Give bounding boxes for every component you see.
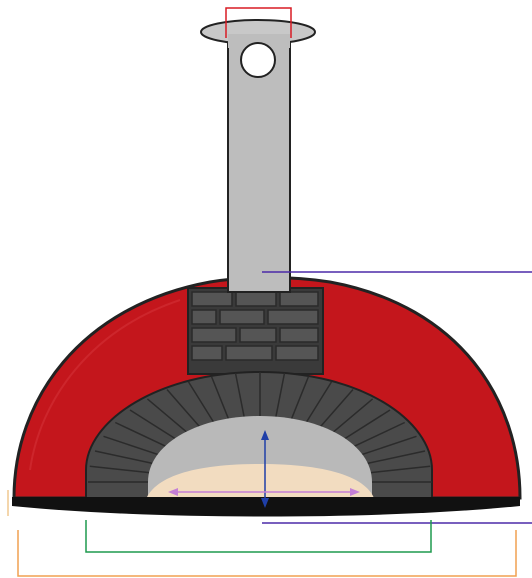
arch-brick-joint <box>332 398 374 433</box>
arch-brick-joint <box>361 435 417 456</box>
arch-brick-joint <box>129 409 176 440</box>
arch-brick-joint <box>166 389 200 427</box>
brick-stack-icon <box>187 287 324 375</box>
floor-width-marker <box>168 488 360 496</box>
overall-width-marker <box>17 530 517 577</box>
arch-brick-joint <box>114 421 167 447</box>
arch-brick-joint <box>234 372 245 417</box>
chimney-icon <box>200 19 316 293</box>
arch-brick-joint <box>367 450 426 465</box>
arch-brick-joint <box>320 389 354 427</box>
arch-brick-joint <box>187 381 215 423</box>
arch-brick-joint <box>210 376 230 419</box>
arch-brick-joint <box>344 409 391 440</box>
opening-width-marker <box>85 520 432 553</box>
arch-brick-joint <box>146 398 188 433</box>
arch-brick-joint <box>103 435 159 456</box>
arch-brick-joint <box>370 465 431 474</box>
arch-brick-joint <box>305 381 333 423</box>
flue-diameter-marker <box>225 7 292 38</box>
oven-base <box>12 497 520 517</box>
arch-brick-joint <box>290 376 310 419</box>
dome-highlight <box>29 299 181 471</box>
arch-brick-joint <box>94 450 153 465</box>
arch-brick-joint <box>89 465 150 474</box>
arch-brick-joint <box>275 372 286 417</box>
arch-brick-joint <box>353 421 406 447</box>
chimney-damper-hole <box>240 42 276 78</box>
oven-floor <box>144 464 376 505</box>
